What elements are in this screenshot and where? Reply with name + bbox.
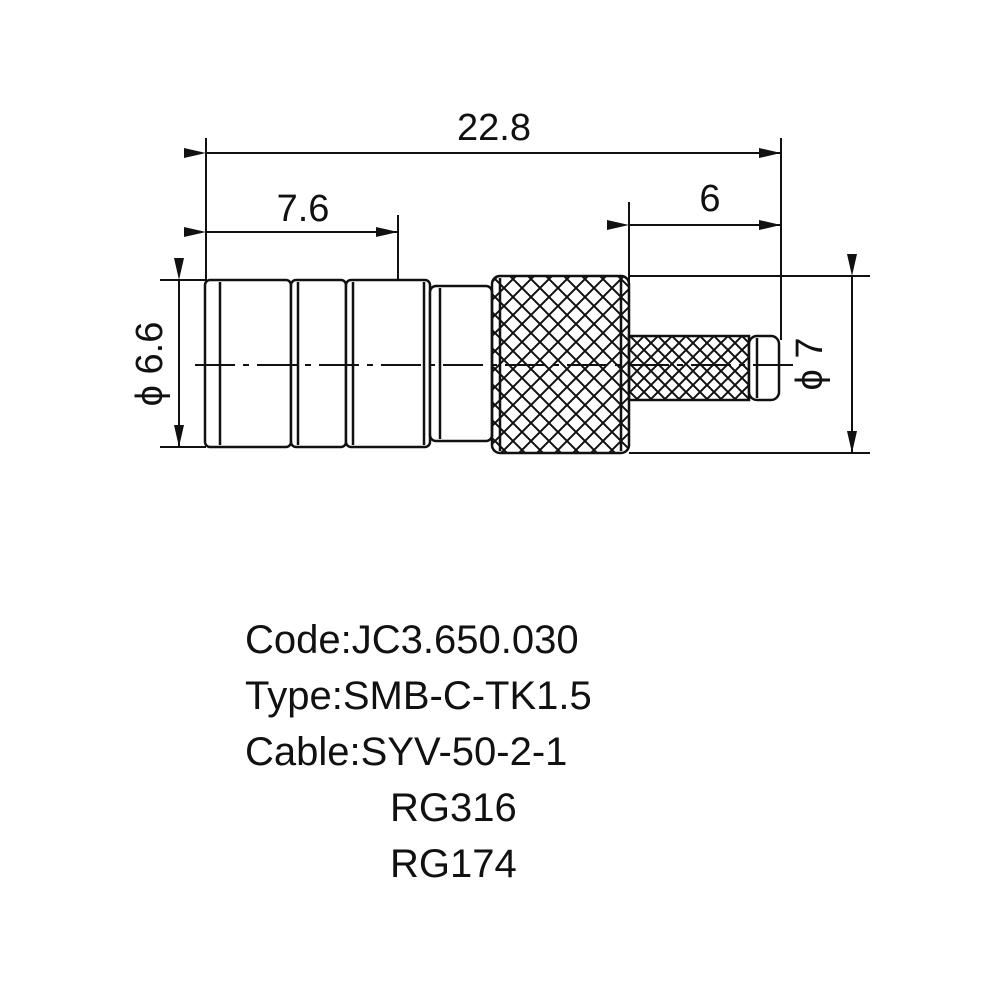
dim-body-diameter: ϕ 6.6 — [129, 322, 171, 407]
dim-nut-diameter-value: 7 — [789, 338, 831, 359]
diameter-symbol: ϕ — [789, 369, 831, 390]
crimp-tail-tip — [747, 334, 781, 402]
front-sleeve-segment-3 — [344, 278, 432, 449]
crimp-tail — [627, 334, 751, 402]
dim-tail-length: 6 — [699, 178, 720, 220]
dim-overall-length: 22.8 — [457, 107, 531, 149]
diameter-symbol: ϕ — [129, 385, 171, 406]
dimension-lines — [174, 148, 857, 453]
front-sleeve-segment-1 — [203, 278, 293, 449]
spec-cable-alt-1: RG316 — [390, 786, 517, 830]
spec-cable: Cable:SYV-50-2-1 — [245, 730, 568, 774]
svg-text:ϕ 6.6: ϕ 6.6 — [129, 322, 171, 407]
spec-cable-alt-2: RG174 — [390, 842, 517, 886]
dim-body-diameter-value: 6.6 — [129, 322, 171, 375]
spec-type: Type:SMB-C-TK1.5 — [245, 674, 592, 718]
dim-nut-diameter: ϕ 7 — [789, 338, 831, 391]
spec-block: Code:JC3.650.030 Type:SMB-C-TK1.5 Cable:… — [245, 612, 592, 892]
connector-body — [203, 274, 781, 455]
dim-front-length: 7.6 — [277, 188, 330, 230]
spec-code: Code:JC3.650.030 — [245, 618, 579, 662]
svg-text:ϕ 7: ϕ 7 — [789, 338, 831, 391]
